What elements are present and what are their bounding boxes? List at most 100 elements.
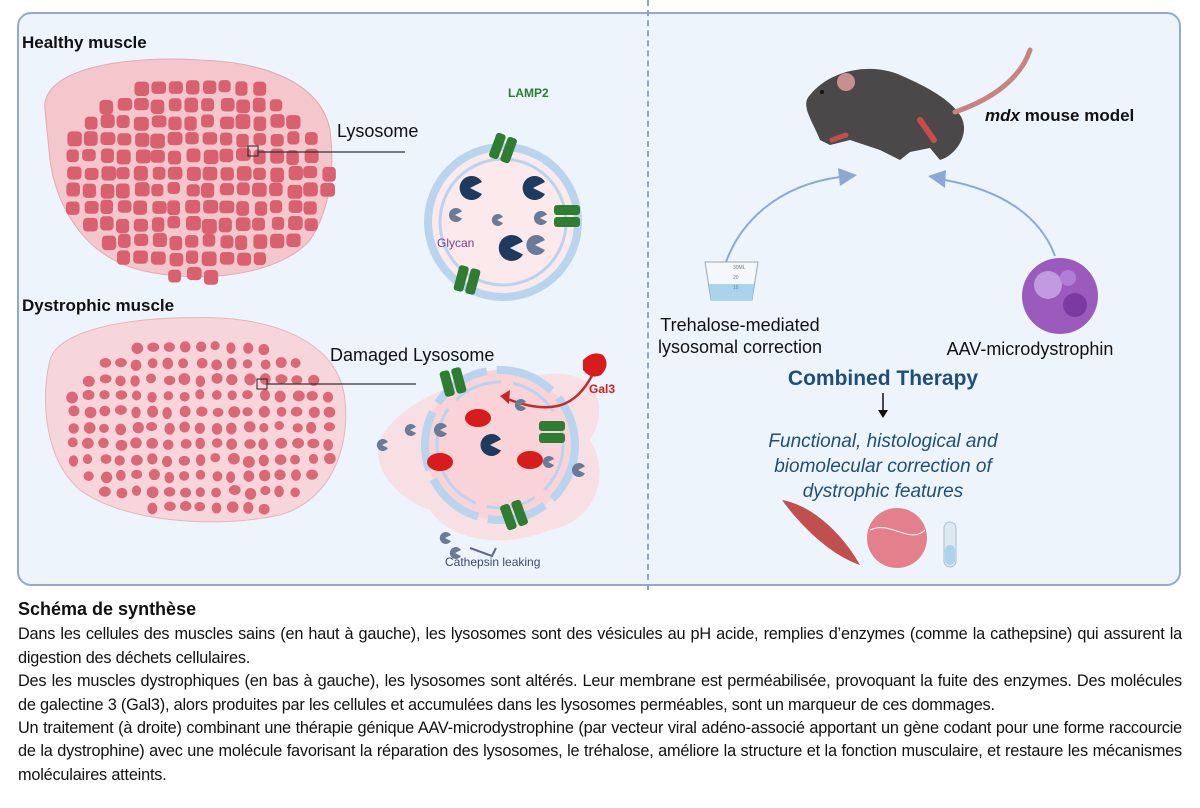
muscle-cell (292, 437, 305, 449)
muscle-cell (243, 470, 255, 482)
cathepsin-enzyme (376, 439, 388, 451)
outcome-line-3: dystrophic features (802, 481, 964, 502)
muscle-cell (147, 405, 159, 418)
muscle-cell (147, 502, 158, 515)
muscle-cell (184, 97, 199, 113)
muscle-cell (84, 167, 99, 181)
lamp2-protein (500, 499, 528, 531)
mdx-mouse-illustration (806, 47, 1033, 160)
muscle-cell (220, 97, 235, 112)
muscle-cell (117, 97, 133, 111)
muscle-cell (288, 200, 303, 213)
muscle-cell (291, 469, 301, 481)
panel-divider (647, 0, 649, 590)
muscle-cell (98, 437, 109, 449)
therapy-arrows (724, 168, 1056, 418)
muscle-cell (178, 358, 189, 369)
cathepsin-enzyme (526, 234, 545, 255)
muscle-cell (99, 357, 112, 368)
zoom-square (247, 145, 259, 157)
muscle-cell (179, 421, 190, 433)
muscle-cell (275, 374, 288, 384)
muscle-cell (292, 423, 303, 433)
muscle-cell (211, 438, 223, 448)
muscle-cell (148, 469, 160, 481)
outcome-icons (782, 500, 957, 568)
muscle-cell (196, 406, 208, 417)
muscle-cell (235, 235, 248, 251)
muscle-cell (323, 422, 335, 432)
muscle-cell (185, 216, 201, 231)
muscle-cell (291, 375, 303, 385)
muscle-cell (203, 199, 219, 214)
cathepsin-leaking-label: Cathepsin leaking (445, 555, 541, 569)
damaged-lysosome (378, 353, 607, 558)
cathepsin-enzyme (480, 434, 501, 457)
muscle-cell (237, 252, 252, 266)
muscle-cell (167, 216, 181, 229)
muscle-cell (131, 454, 143, 466)
muscle-cell (82, 437, 94, 449)
muscle-cell (306, 390, 318, 401)
muscle-cell (163, 342, 175, 352)
cathepsin-enzyme (533, 211, 547, 226)
muscle-cell (131, 390, 142, 401)
cathepsin-enzyme (571, 463, 585, 478)
muscle-cell (99, 374, 112, 384)
muscle-cell (203, 149, 219, 165)
muscle-cell (68, 405, 80, 417)
muscle-cell (133, 250, 148, 264)
muscle-cell (227, 390, 237, 401)
muscle-cell (227, 453, 240, 465)
muscle-cell (236, 182, 250, 196)
illustration-layer (44, 47, 1098, 568)
muscle-cell (243, 421, 256, 433)
muscle-cell (270, 114, 285, 128)
muscle-cell (117, 200, 132, 213)
muscle-cell (235, 217, 251, 231)
muscle-cell (152, 166, 166, 180)
muscle-cell (287, 184, 303, 199)
caption-paragraph: Des les muscles dystrophiques (en bas à … (18, 672, 1182, 714)
muscle-cell (167, 131, 183, 146)
outcome-line-2: biomolecular correction of (774, 456, 992, 477)
muscle-cell (67, 131, 82, 147)
muscle-cell (253, 234, 268, 249)
lamp2-protein (453, 265, 481, 295)
muscle-cell (150, 251, 166, 265)
muscle-cell (259, 469, 271, 482)
muscle-cell (100, 471, 113, 484)
muscle-cell (162, 455, 173, 468)
muscle-cell (304, 132, 318, 145)
muscle-cell (253, 81, 267, 96)
muscle-cell (194, 501, 206, 512)
muscle-cell (270, 233, 285, 249)
muscle-cell (115, 390, 128, 400)
muscle-cell (290, 406, 303, 417)
muscle-cell (134, 182, 150, 197)
muscle-cell (292, 390, 305, 402)
muscle-cell (146, 437, 159, 449)
muscle-cell (168, 269, 182, 283)
muscle-cell (151, 217, 165, 232)
muscle-cell (306, 469, 318, 480)
muscle-cell (201, 98, 215, 112)
healthy-muscle-title: Healthy muscle (22, 33, 147, 52)
muscle-cell (212, 407, 224, 418)
outcome-line-1: Functional, histological and (768, 431, 998, 452)
damaged-lysosome-label: Damaged Lysosome (330, 345, 495, 365)
muscle-cell (168, 116, 182, 131)
muscle-cell (303, 166, 318, 179)
muscle-cell (258, 406, 270, 418)
muscle-cell (252, 217, 265, 231)
muscle-cell (162, 407, 172, 420)
muscle-cell (323, 439, 333, 451)
muscle-cell (242, 359, 253, 369)
muscle-cell (169, 252, 184, 267)
aav-particle-icon (1022, 258, 1098, 334)
muscle-cell (100, 132, 116, 145)
cathepsin-enzyme (542, 456, 554, 468)
muscle-cell (202, 132, 218, 145)
muscle-cell (82, 454, 93, 465)
